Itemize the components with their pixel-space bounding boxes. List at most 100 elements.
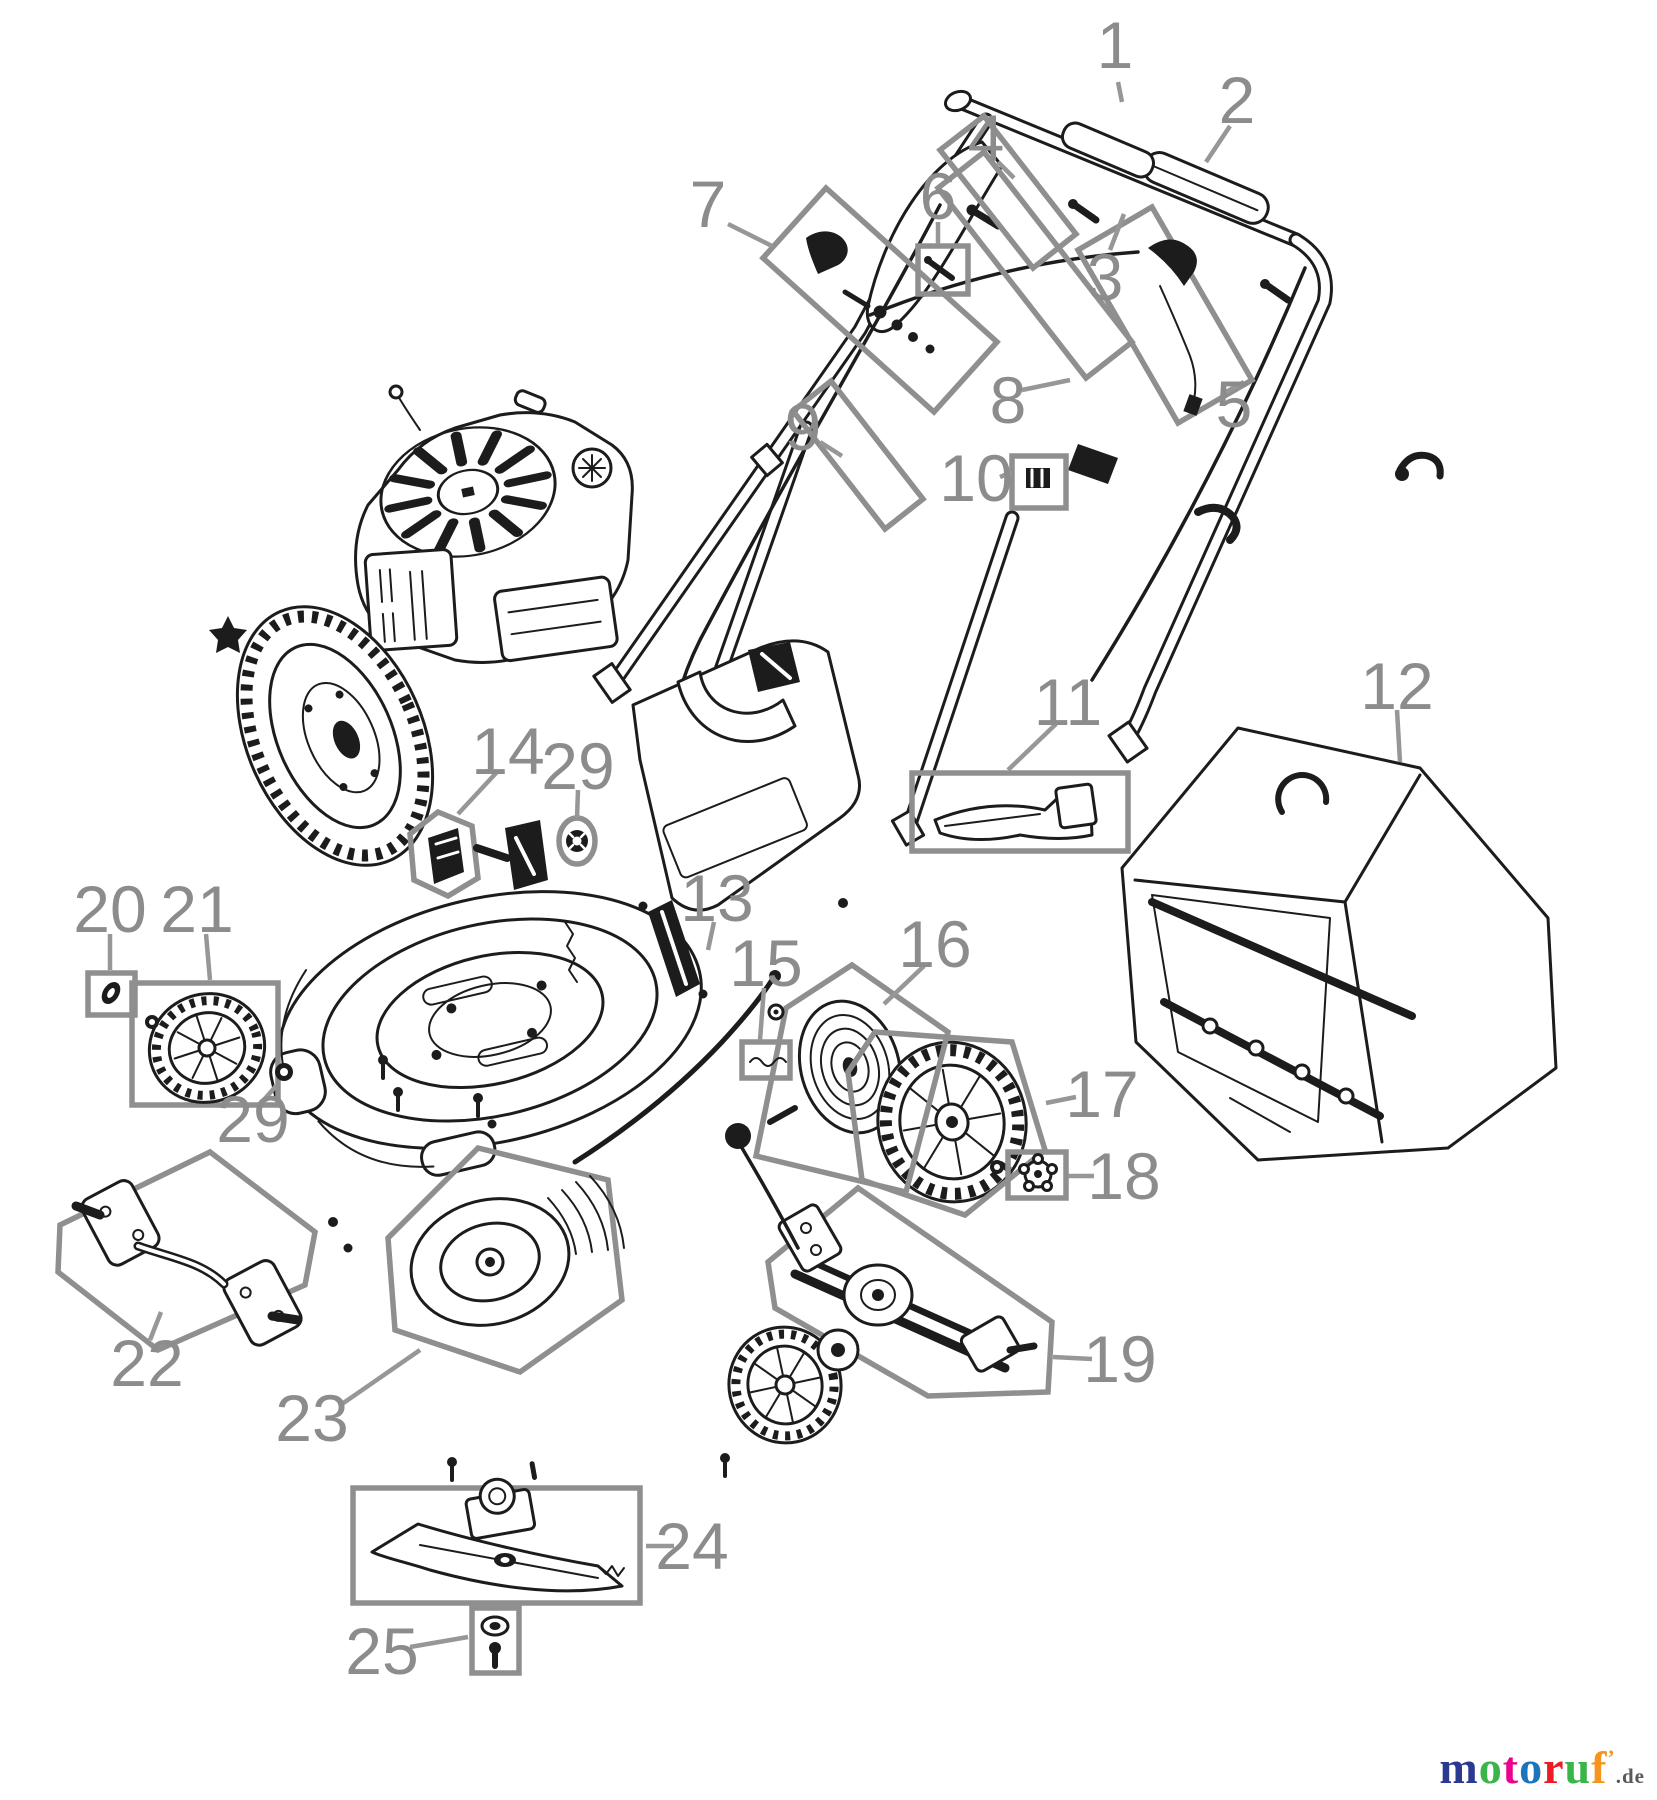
callout-box-11	[909, 770, 1131, 854]
leader-line-16	[882, 964, 926, 1006]
logo-letter: f	[1591, 1742, 1608, 1793]
logo-letter: o	[1519, 1742, 1544, 1793]
cable-hook	[1396, 451, 1444, 480]
leader-line-17	[1045, 1094, 1077, 1106]
callout-box-16	[752, 961, 952, 1196]
part-label-11: 11	[1034, 665, 1103, 739]
blade-adapter	[464, 1461, 538, 1540]
leader-line-1	[1115, 81, 1125, 103]
part-label-3: 3	[1087, 240, 1124, 314]
leader-line-7	[726, 221, 774, 249]
handle-grip-2	[1060, 121, 1156, 179]
part-label-22: 22	[110, 1326, 183, 1400]
engine	[354, 384, 634, 664]
handle-hardware	[966, 199, 1444, 544]
part-label-14: 14	[471, 714, 544, 788]
mower-deck	[247, 647, 848, 1177]
callout-box-10	[1009, 453, 1069, 511]
part-label-18: 18	[1087, 1139, 1160, 1213]
part-label-25: 25	[345, 1614, 418, 1688]
part-label-17: 17	[1065, 1057, 1138, 1131]
part-label-5: 5	[1216, 367, 1253, 441]
handle-latch	[1068, 444, 1118, 484]
callout-box-9	[789, 377, 927, 533]
leader-line-2	[1204, 124, 1232, 164]
leader-line-10	[999, 469, 1013, 480]
leader-line-25	[409, 1634, 469, 1650]
logo-tick: ’	[1607, 1745, 1616, 1770]
callout-box-14	[407, 808, 481, 900]
callout-box-15	[739, 1003, 793, 1081]
logo-letter: r	[1543, 1742, 1565, 1793]
part-label-8: 8	[990, 363, 1027, 437]
part-label-24: 24	[655, 1509, 728, 1583]
star-washer	[209, 616, 247, 653]
handle-end-cap	[943, 89, 973, 113]
engine-muffler	[493, 575, 619, 663]
recoil-starter	[379, 426, 557, 558]
leader-line-9	[818, 440, 844, 458]
logo-letter: o	[1478, 1742, 1503, 1793]
leader-line-4	[996, 160, 1016, 180]
upper-handlebar	[592, 89, 1333, 764]
rear-cover	[631, 639, 861, 912]
part-label-1: 1	[1097, 8, 1134, 82]
leader-line-13	[705, 921, 717, 951]
starter-handle	[513, 389, 547, 414]
leader-line-11	[1006, 722, 1058, 772]
part-label-6: 6	[920, 159, 957, 233]
leader-line-8	[1021, 377, 1071, 393]
leader-line-29	[260, 1084, 278, 1104]
leader-line-29	[574, 789, 581, 819]
leader-line-15	[757, 987, 767, 1041]
part-label-2: 2	[1219, 63, 1256, 137]
callout-box-21	[129, 980, 281, 1108]
leader-line-14	[456, 770, 499, 816]
callout-box-18	[990, 1149, 1069, 1201]
callouts	[55, 112, 1256, 1676]
wheel-rear-left	[235, 605, 435, 867]
deck-bracket-13	[638, 900, 708, 999]
spark-plug-wire	[397, 395, 421, 431]
cover-handle-recess	[676, 670, 797, 743]
logo-letter: m	[1439, 1742, 1479, 1793]
part-label-10: 10	[939, 441, 1012, 515]
part-label-9: 9	[785, 390, 822, 464]
logo-suffix: .de	[1615, 1764, 1645, 1788]
callout-box-7	[759, 184, 1001, 416]
callout-box-17	[845, 1029, 1049, 1219]
spring	[564, 921, 578, 983]
part-label-19: 19	[1083, 1322, 1156, 1396]
callout-box-24	[350, 1461, 643, 1606]
part-label-15: 15	[729, 926, 802, 1000]
part-label-21: 21	[160, 872, 233, 946]
leader-line-5	[1224, 380, 1246, 394]
cable-clip	[1194, 503, 1241, 544]
shift-knob	[725, 1123, 751, 1149]
fuel-cap	[571, 447, 613, 489]
part-label-20: 20	[73, 872, 146, 946]
part-label-23: 23	[275, 1381, 348, 1455]
part-label-7: 7	[690, 167, 727, 241]
bag-hook	[1275, 772, 1330, 815]
callout-box-4	[936, 112, 1080, 272]
engine-vent-block	[363, 548, 459, 652]
logo-letter: t	[1502, 1742, 1520, 1793]
part-label-13: 13	[680, 861, 753, 935]
leader-line-12	[1394, 709, 1403, 763]
callout-box-25	[469, 1605, 522, 1676]
callout-box-20	[85, 970, 138, 1018]
leader-lines	[107, 81, 1403, 1650]
part-label-4: 4	[968, 101, 1005, 175]
leader-line-3	[1107, 213, 1127, 251]
part-label-29: 29	[541, 729, 614, 803]
callout-box-23	[328, 1144, 625, 1376]
leader-line-22	[147, 1311, 164, 1341]
leader-line-23	[340, 1348, 422, 1406]
logo-letter: u	[1564, 1742, 1592, 1793]
part-label-16: 16	[898, 907, 971, 981]
height-adjust-rod	[572, 977, 775, 1165]
